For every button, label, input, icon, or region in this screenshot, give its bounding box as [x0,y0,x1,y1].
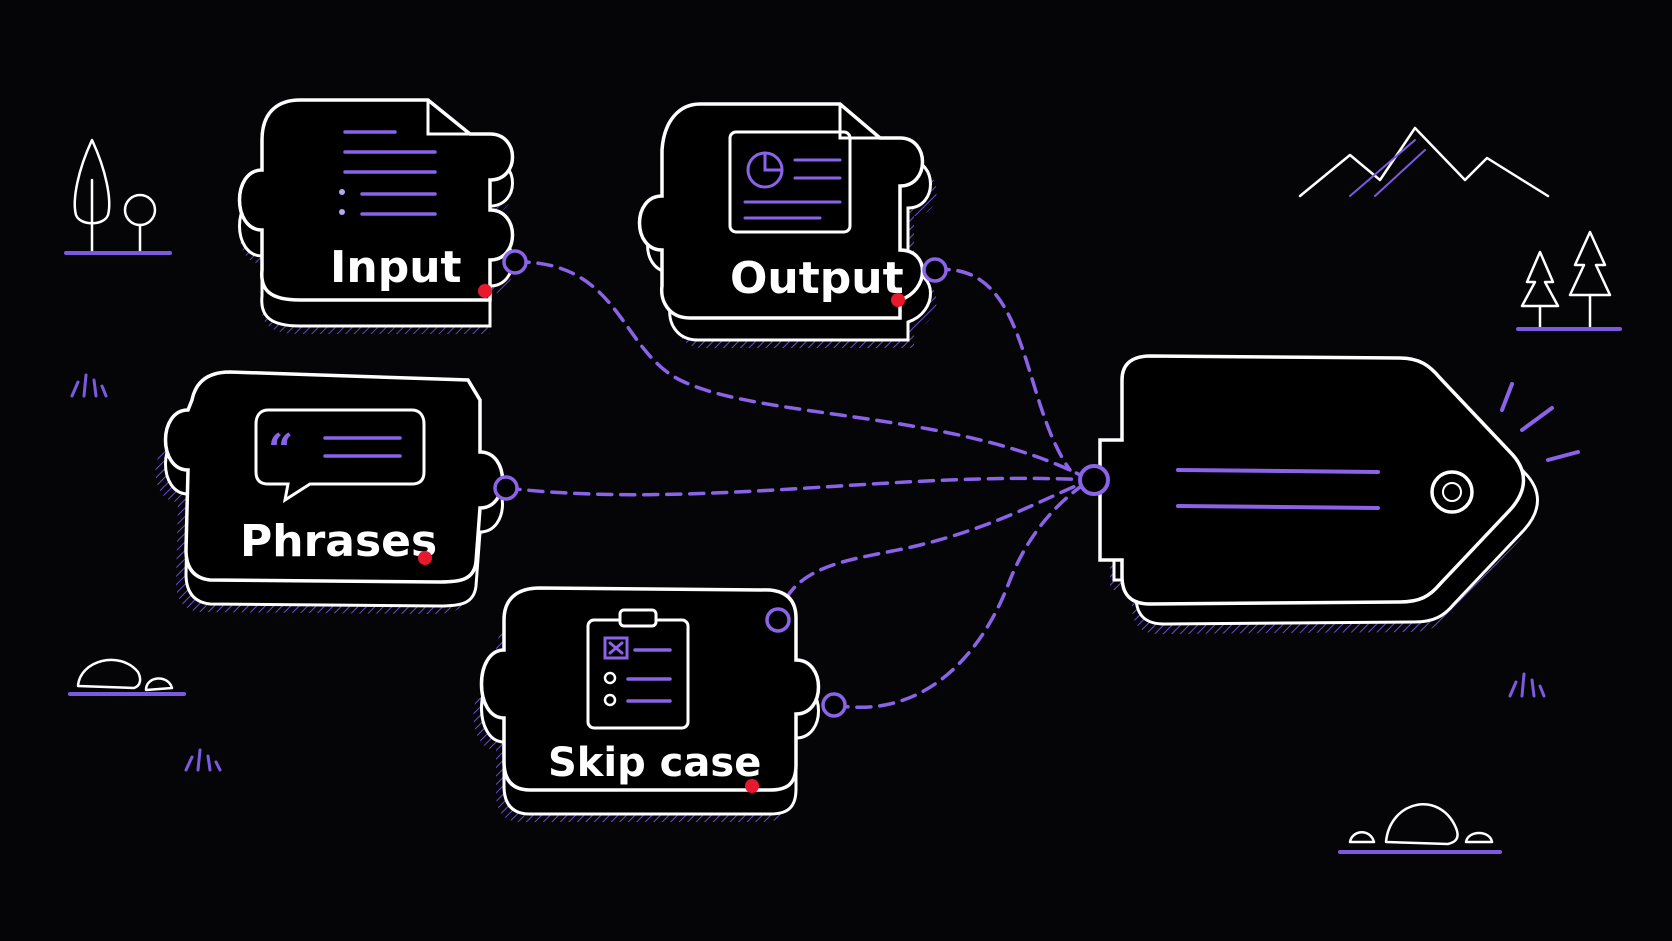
piece-label: Input [330,242,462,293]
piece-phrases: “ Phrases [155,370,519,614]
piece-label: Phrases [240,516,437,567]
connection-skip-tag-1 [776,478,1092,622]
connections [504,260,1092,710]
connection-phrases-tag [504,476,1092,497]
piece-label: Output [730,253,904,304]
status-dot [891,293,905,307]
clipboard-checklist-icon [586,608,690,730]
status-dot [478,284,492,298]
piece-output: Output [637,102,948,348]
piece-label: Skip case [548,740,761,786]
connector-port[interactable] [493,475,519,501]
status-dot [745,779,759,793]
connector-port[interactable] [765,607,791,633]
connector-port[interactable] [922,257,948,283]
document-chart-icon [728,130,852,234]
shine-lines [1500,382,1580,462]
connection-input-tag [513,260,1092,482]
document-list-icon [339,130,437,216]
svg-text:“: “ [268,425,293,476]
grass-icon [70,373,1546,772]
pine-trees-icon [1516,230,1622,331]
connection-output-tag [933,267,1072,472]
tree-left-icon [64,138,172,255]
connector-port[interactable] [1078,464,1110,496]
speech-bubble-quote-icon: “ [254,408,426,504]
connection-skip-tag-2 [832,478,1092,710]
status-dot [418,551,432,565]
scenery [64,126,1622,854]
connector-port[interactable] [821,692,847,718]
mountains-icon [1298,126,1550,198]
connector-port[interactable] [502,249,528,275]
rocks-icon [68,658,1502,854]
piece-skip: Skip case [473,586,847,822]
piece-input: Input [237,98,528,334]
tag-icon [1078,354,1580,634]
